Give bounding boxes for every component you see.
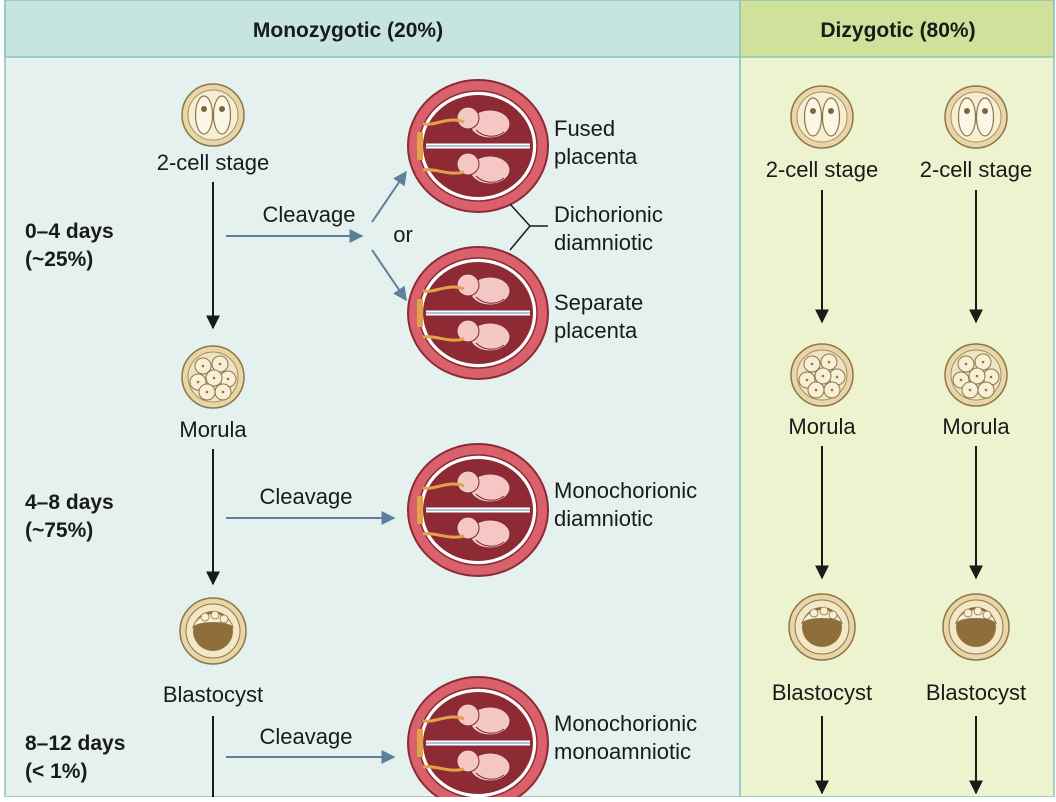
dichorionic-line2: diamniotic bbox=[554, 230, 653, 255]
period3-days: 8–12 days bbox=[25, 732, 125, 755]
di-b-2cell-label: 2-cell stage bbox=[920, 157, 1033, 182]
mono-header-bar bbox=[4, 0, 741, 58]
di-b-2cell-icon bbox=[944, 85, 1008, 149]
period2-pct: (~75%) bbox=[25, 519, 93, 542]
monodi-line2: diamniotic bbox=[554, 506, 653, 531]
branch-arrow-down bbox=[371, 249, 407, 302]
mono-morula-label: Morula bbox=[179, 417, 247, 442]
period2-days: 4–8 days bbox=[25, 491, 114, 514]
di-a-blastocyst-icon bbox=[788, 593, 856, 661]
di-a-morula-icon bbox=[790, 343, 854, 407]
di-b-morula-label: Morula bbox=[942, 414, 1010, 439]
fused-line2: placenta bbox=[554, 144, 638, 169]
mono-2cell-label: 2-cell stage bbox=[157, 150, 270, 175]
dichorionic-bracket bbox=[509, 203, 548, 251]
mono-blastocyst-label: Blastocyst bbox=[163, 682, 263, 707]
monomono-line2: monoamniotic bbox=[554, 739, 691, 764]
di-header-title: Dizygotic (80%) bbox=[820, 19, 975, 42]
cleavage-label-3: Cleavage bbox=[260, 724, 353, 749]
uterus-monochorionic-monoamniotic-icon bbox=[408, 677, 548, 797]
mono-panel bbox=[4, 0, 741, 798]
di-a-2cell-label: 2-cell stage bbox=[766, 157, 879, 182]
di-b-blastocyst-icon bbox=[942, 593, 1010, 661]
di-b-morula-icon bbox=[944, 343, 1008, 407]
mono-header-title: Monozygotic (20%) bbox=[253, 19, 443, 42]
monomono-line1: Monochorionic bbox=[554, 711, 697, 736]
fused-line1: Fused bbox=[554, 116, 615, 141]
dichorionic-line1: Dichorionic bbox=[554, 202, 663, 227]
period1-pct: (~25%) bbox=[25, 248, 93, 271]
mono-morula-icon bbox=[181, 345, 245, 409]
cleavage-label-1: Cleavage bbox=[263, 202, 356, 227]
monodi-line1: Monochorionic bbox=[554, 478, 697, 503]
di-header-bar bbox=[739, 0, 1055, 58]
uterus-monochorionic-diamniotic-icon bbox=[408, 444, 548, 576]
mono-blastocyst-icon bbox=[179, 597, 247, 665]
period1-days: 0–4 days bbox=[25, 220, 114, 243]
separate-line2: placenta bbox=[554, 318, 638, 343]
di-a-blastocyst-label: Blastocyst bbox=[772, 680, 872, 705]
mono-2cell-icon bbox=[181, 83, 245, 147]
di-b-blastocyst-label: Blastocyst bbox=[926, 680, 1026, 705]
di-a-2cell-icon bbox=[790, 85, 854, 149]
uterus-separate-placenta-icon bbox=[408, 247, 548, 379]
uterus-fused-placenta-icon bbox=[408, 80, 548, 212]
di-a-morula-label: Morula bbox=[788, 414, 856, 439]
or-label: or bbox=[393, 222, 413, 247]
separate-line1: Separate bbox=[554, 290, 643, 315]
cleavage-label-2: Cleavage bbox=[260, 484, 353, 509]
branch-arrow-up bbox=[371, 170, 407, 223]
period3-pct: (< 1%) bbox=[25, 760, 87, 783]
